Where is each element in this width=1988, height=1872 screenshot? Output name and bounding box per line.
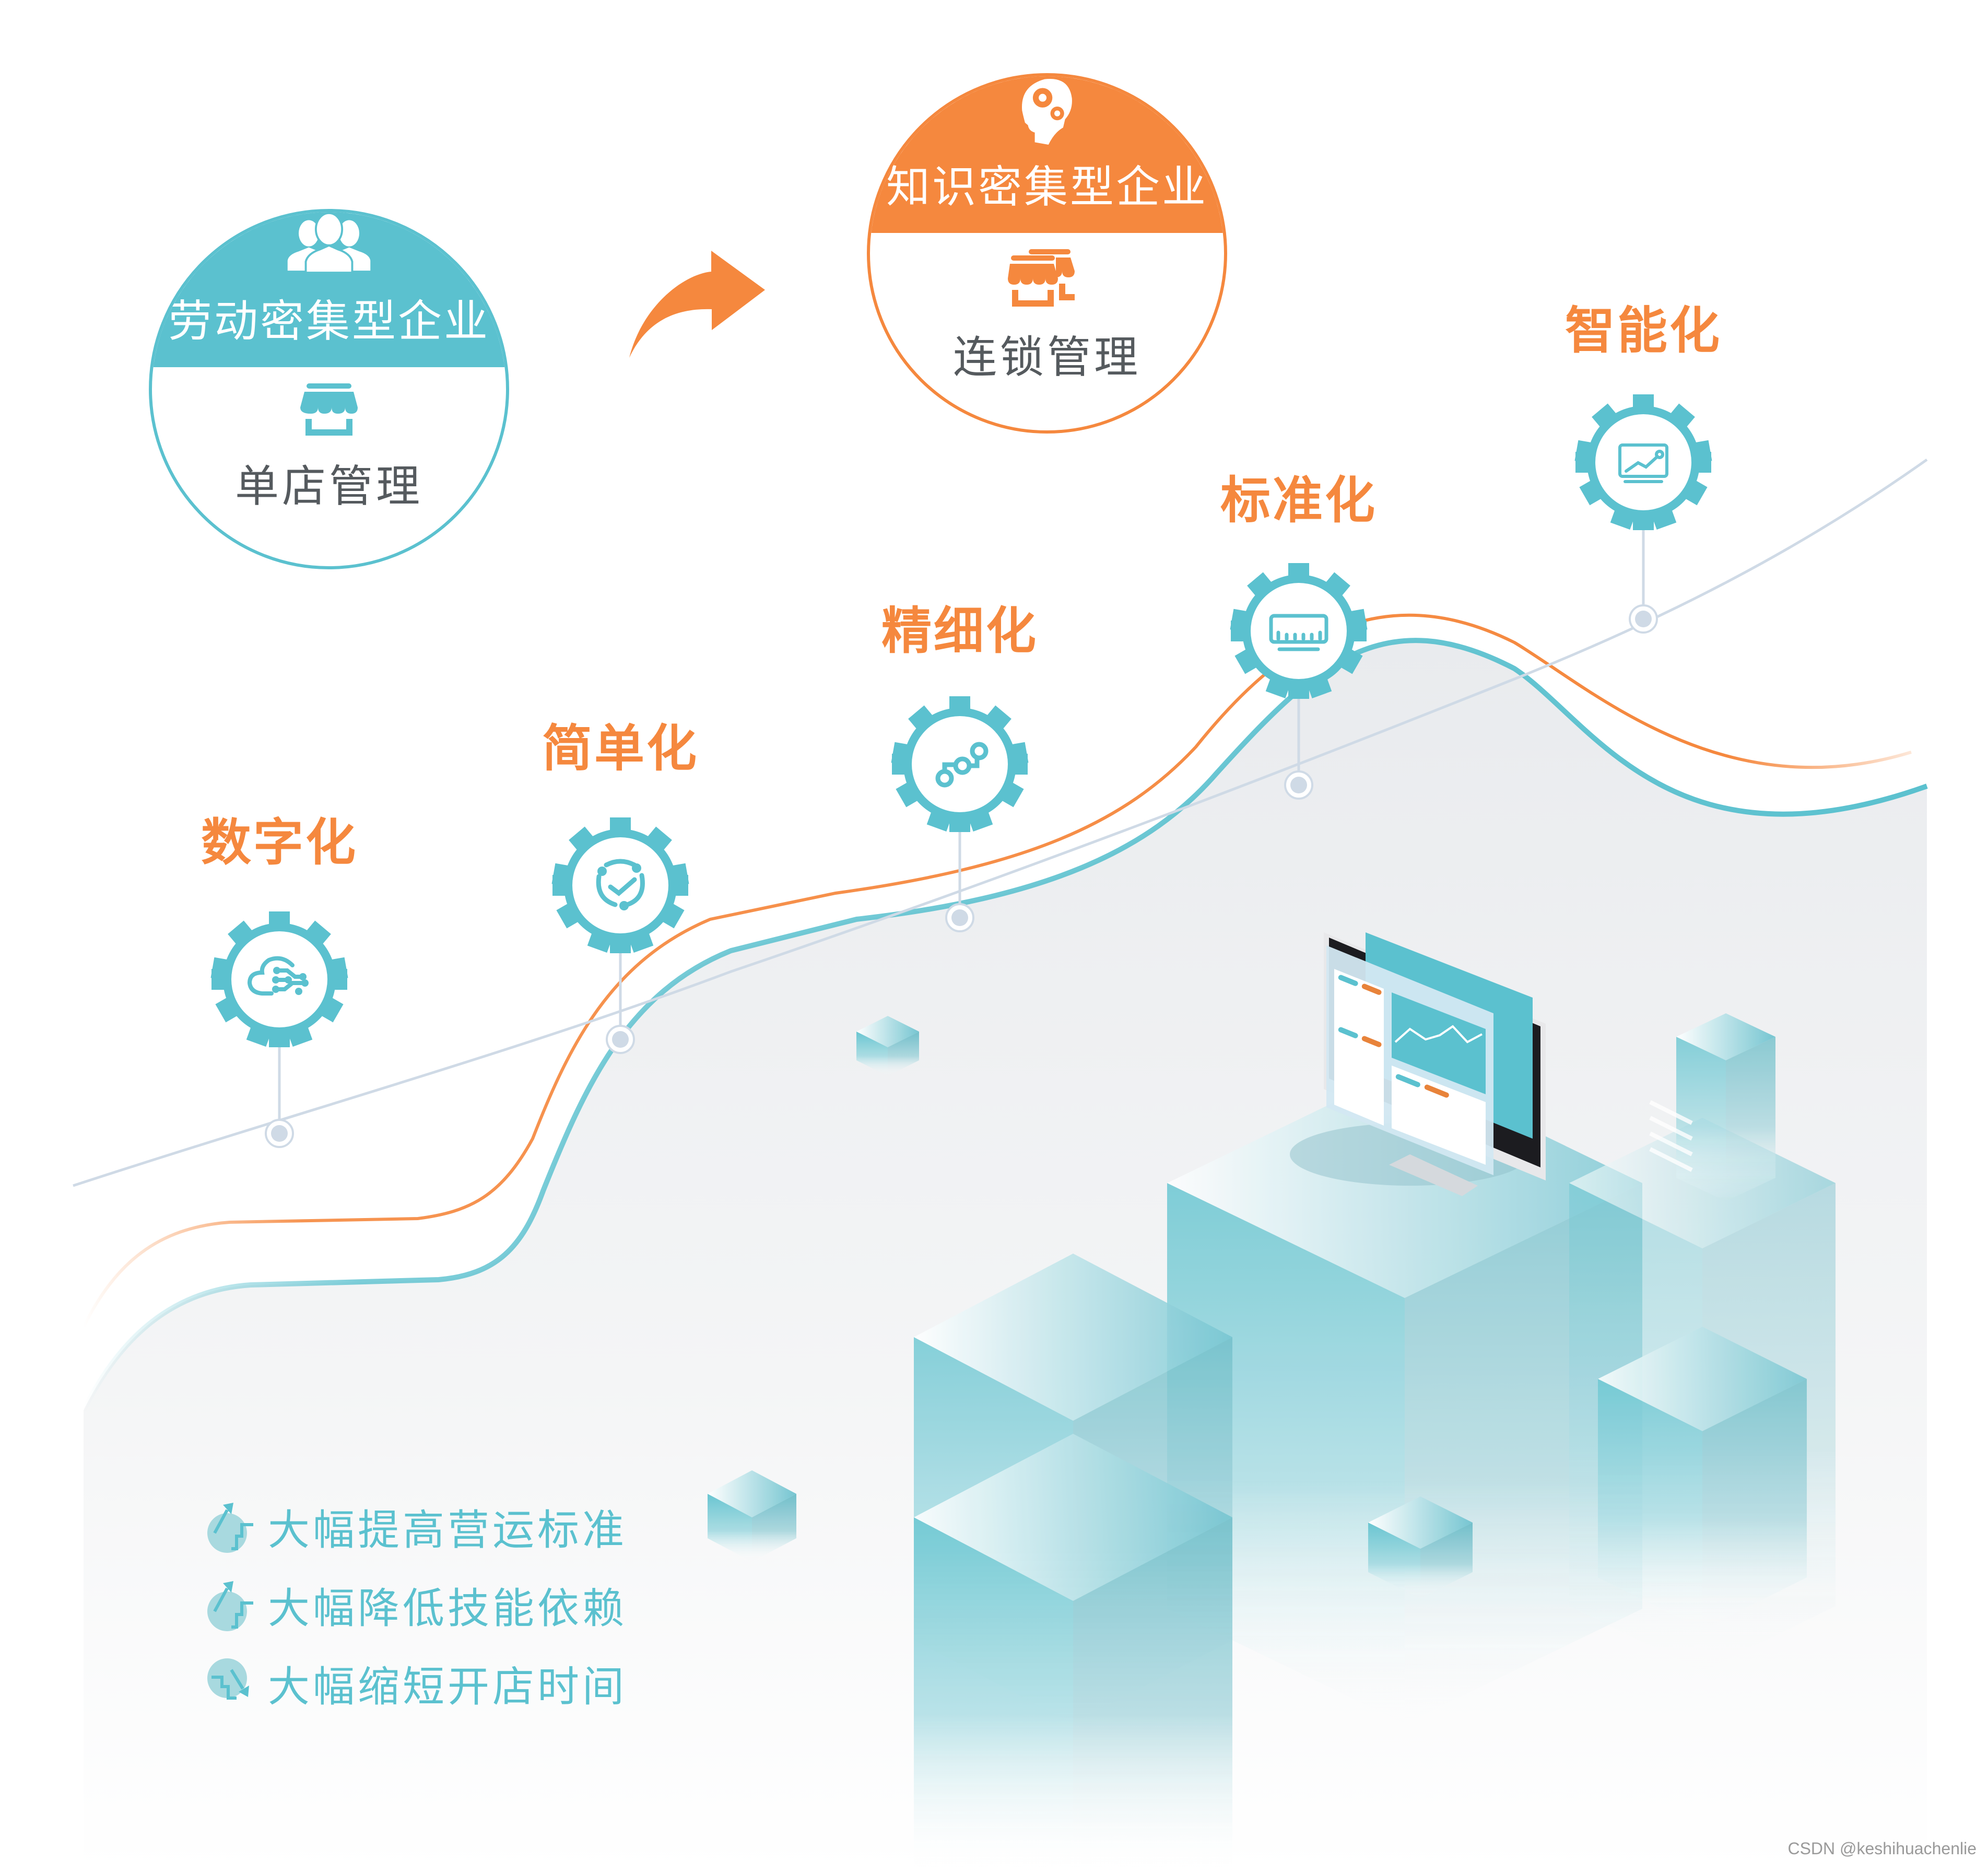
circle-subtitle: 连锁管理 bbox=[952, 332, 1141, 383]
trend-monitor-icon bbox=[1618, 443, 1668, 483]
circle-bottom-half: 连锁管理 bbox=[870, 235, 1224, 430]
stairs-up-icon bbox=[207, 1503, 253, 1553]
gear-standardization bbox=[1230, 563, 1368, 699]
circle-title: 劳动密集型企业 bbox=[168, 296, 490, 347]
ruler-monitor-icon bbox=[1269, 614, 1328, 651]
head-gears-icon bbox=[1022, 78, 1072, 145]
benefit-item: 大幅降低技能依赖 bbox=[206, 1575, 627, 1635]
stairs-up-icon bbox=[207, 1581, 253, 1631]
benefit-item: 大幅提高营运标准 bbox=[206, 1496, 627, 1557]
stage-label-intelligence: 智能化 bbox=[1565, 301, 1722, 360]
people-group-icon bbox=[287, 212, 371, 273]
gear-simplification bbox=[551, 817, 689, 953]
circle-bottom-half: 单店管理 bbox=[152, 369, 506, 566]
gear-intelligence bbox=[1574, 394, 1712, 530]
labor-intensive-circle: 劳动密集型企业 单店管理 bbox=[149, 209, 509, 569]
stage-label-refinement: 精细化 bbox=[881, 602, 1038, 660]
circle-top-half: 知识密集型企业 bbox=[870, 76, 1224, 233]
stage-label-digitization: 数字化 bbox=[201, 813, 358, 872]
curved-arrow-right-icon bbox=[629, 251, 765, 358]
dashboard-monitor-icon bbox=[1290, 932, 1546, 1196]
gear-refinement bbox=[891, 696, 1029, 832]
stairs-down-icon bbox=[207, 1658, 249, 1700]
chain-stores-icon bbox=[1008, 249, 1075, 307]
benefit-item: 大幅缩短开店时间 bbox=[206, 1653, 627, 1714]
circle-title: 知识密集型企业 bbox=[886, 161, 1208, 213]
stage-label-simplification: 简单化 bbox=[542, 719, 699, 778]
circle-subtitle: 单店管理 bbox=[234, 461, 423, 512]
knowledge-intensive-circle: 知识密集型企业 连锁管理 bbox=[867, 73, 1227, 434]
circle-top-half: 劳动密集型企业 bbox=[152, 212, 506, 367]
single-store-icon bbox=[300, 383, 358, 436]
benefit-text: 大幅提高营运标准 bbox=[268, 1506, 627, 1554]
step-nodes-icon bbox=[935, 742, 989, 788]
watermark: CSDN @keshihuachenlie bbox=[1787, 1839, 1977, 1858]
benefit-text: 大幅降低技能依赖 bbox=[268, 1584, 627, 1633]
cycle-check-icon bbox=[596, 859, 645, 907]
benefit-text: 大幅缩短开店时间 bbox=[268, 1663, 627, 1711]
gear-digitization bbox=[210, 911, 348, 1047]
stage-label-standardization: 标准化 bbox=[1220, 471, 1377, 530]
timeline-dots bbox=[265, 604, 1658, 1148]
